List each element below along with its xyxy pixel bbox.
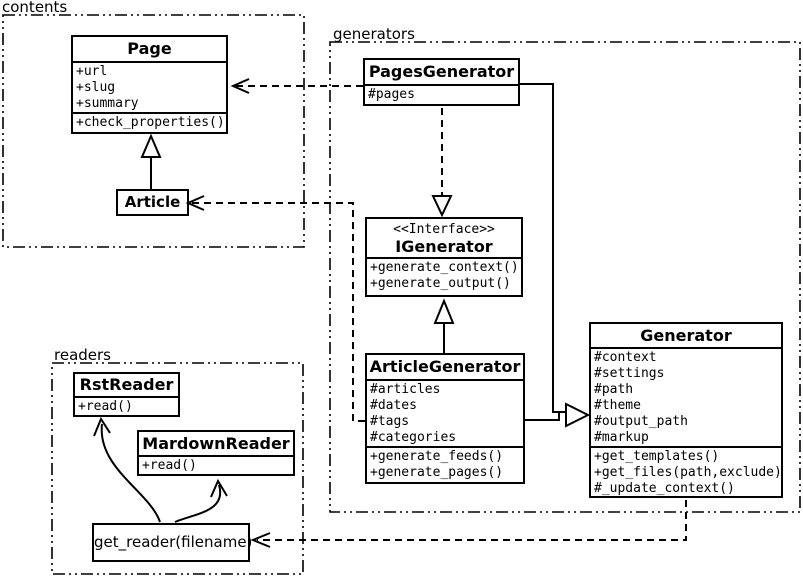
class-rst-reader-methods: +read(): [75, 396, 178, 415]
package-label-contents: contents: [2, 0, 68, 16]
edge-articlegenerator-to-article: [185, 195, 365, 422]
class-igenerator: <<Interface>> IGenerator +generate_conte…: [365, 217, 523, 297]
edge-articlegenerator-to-igenerator: [433, 298, 455, 353]
attribute: #context: [594, 350, 657, 365]
class-page-attributes: +url +slug +summary: [73, 61, 226, 112]
edge-pagesgenerator-to-igenerator: [431, 108, 453, 218]
class-article-generator: ArticleGenerator #articles #dates #tags …: [365, 353, 525, 484]
attribute: +url: [76, 64, 108, 79]
class-igenerator-methods: +generate_context() +generate_output(): [367, 257, 521, 295]
class-generator-attributes: #context #settings #path #theme #output_…: [591, 347, 781, 446]
class-igenerator-header: <<Interface>> IGenerator: [367, 219, 521, 257]
method: #_update_context(): [594, 481, 735, 496]
edge-getreader-to-mardownreader: [174, 478, 228, 523]
method: +check_properties(): [76, 115, 225, 130]
get-reader-box: get_reader(filename): [92, 523, 252, 562]
attribute: #theme: [594, 398, 641, 413]
attribute: #dates: [370, 398, 417, 413]
class-igenerator-stereotype: <<Interface>>: [393, 222, 495, 237]
attribute: #settings: [594, 366, 665, 381]
method: +generate_pages(): [370, 465, 504, 480]
class-rst-reader: RstReader +read(): [73, 372, 180, 417]
class-generator: Generator #context #settings #path #them…: [589, 322, 783, 498]
attribute: #path: [594, 382, 634, 397]
attribute: #tags: [370, 414, 410, 429]
class-page-methods: +check_properties(): [73, 112, 226, 132]
edge-article-to-page: [140, 133, 162, 189]
class-article-generator-attributes: #articles #dates #tags #categories: [367, 379, 523, 446]
attribute: #pages: [368, 87, 415, 102]
package-label-readers: readers: [54, 346, 111, 364]
class-article-generator-title: ArticleGenerator: [369, 357, 521, 376]
class-mardown-reader-methods: +read(): [139, 455, 293, 474]
attribute: +summary: [76, 96, 139, 111]
class-article-title: Article: [124, 193, 181, 211]
method: +generate_context(): [370, 260, 519, 275]
class-pages-generator-attributes: #pages: [365, 84, 518, 104]
attribute: #categories: [370, 430, 457, 445]
class-article: Article: [116, 189, 189, 216]
attribute: #output_path: [594, 414, 688, 429]
class-generator-title: Generator: [640, 326, 732, 345]
attribute: +slug: [76, 80, 116, 95]
method: +get_files(path,exclude): [594, 465, 781, 480]
class-igenerator-title: IGenerator: [395, 237, 493, 256]
method: +generate_feeds(): [370, 449, 504, 464]
method: +get_templates(): [594, 449, 720, 464]
class-pages-generator-title: PagesGenerator: [368, 62, 515, 81]
edge-generator-to-getreader: [250, 500, 687, 548]
class-mardown-reader: MardownReader +read(): [137, 430, 295, 476]
attribute: #articles: [370, 382, 441, 397]
package-label-generators: generators: [333, 25, 415, 43]
edge-pagesgenerator-to-page: [230, 78, 363, 94]
method: +read(): [78, 399, 133, 414]
method: +read(): [142, 458, 197, 473]
class-mardown-reader-title: MardownReader: [142, 434, 290, 453]
class-article-generator-methods: +generate_feeds() +generate_pages(): [367, 446, 523, 482]
class-pages-generator: PagesGenerator #pages: [363, 58, 520, 106]
class-rst-reader-title: RstReader: [79, 375, 174, 394]
attribute: #markup: [594, 430, 649, 445]
method: +generate_output(): [370, 276, 511, 291]
edge-generators-to-generator: [520, 83, 591, 428]
class-page: Page +url +slug +summary +check_properti…: [71, 35, 228, 134]
class-generator-methods: +get_templates() +get_files(path,exclude…: [591, 446, 781, 496]
class-page-title: Page: [127, 39, 172, 58]
